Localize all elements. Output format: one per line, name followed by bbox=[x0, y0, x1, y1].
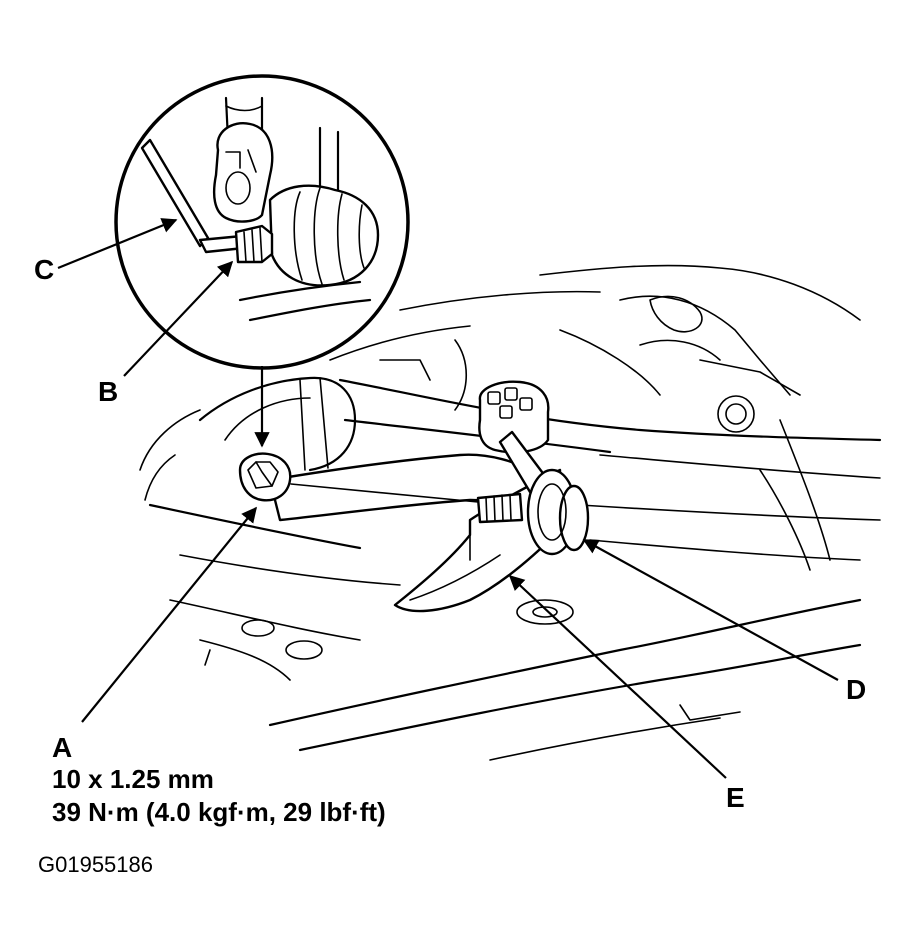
callout-d: D bbox=[846, 674, 867, 705]
detail-inset bbox=[114, 74, 410, 370]
callout-a: A bbox=[52, 732, 73, 763]
leader-line-a bbox=[81, 506, 257, 723]
bushing bbox=[526, 468, 590, 556]
spec-torque: 39 N·m (4.0 kgf·m, 29 lbf·ft) bbox=[52, 797, 386, 827]
chassis-background bbox=[139, 264, 882, 761]
leader-line-e bbox=[508, 574, 727, 779]
self-locking-nut bbox=[238, 452, 479, 503]
callout-e: E bbox=[726, 782, 745, 813]
leader-line-c bbox=[57, 218, 178, 270]
leader-line-b bbox=[123, 260, 234, 377]
leader-line-d bbox=[582, 539, 839, 681]
spec-thread-size: 10 x 1.25 mm bbox=[52, 764, 214, 794]
driveshaft-boot bbox=[198, 376, 357, 472]
callout-c: C bbox=[34, 254, 55, 285]
callout-b: B bbox=[98, 376, 119, 407]
stud-bolt bbox=[476, 492, 524, 524]
figure-id: G01955186 bbox=[38, 852, 153, 877]
